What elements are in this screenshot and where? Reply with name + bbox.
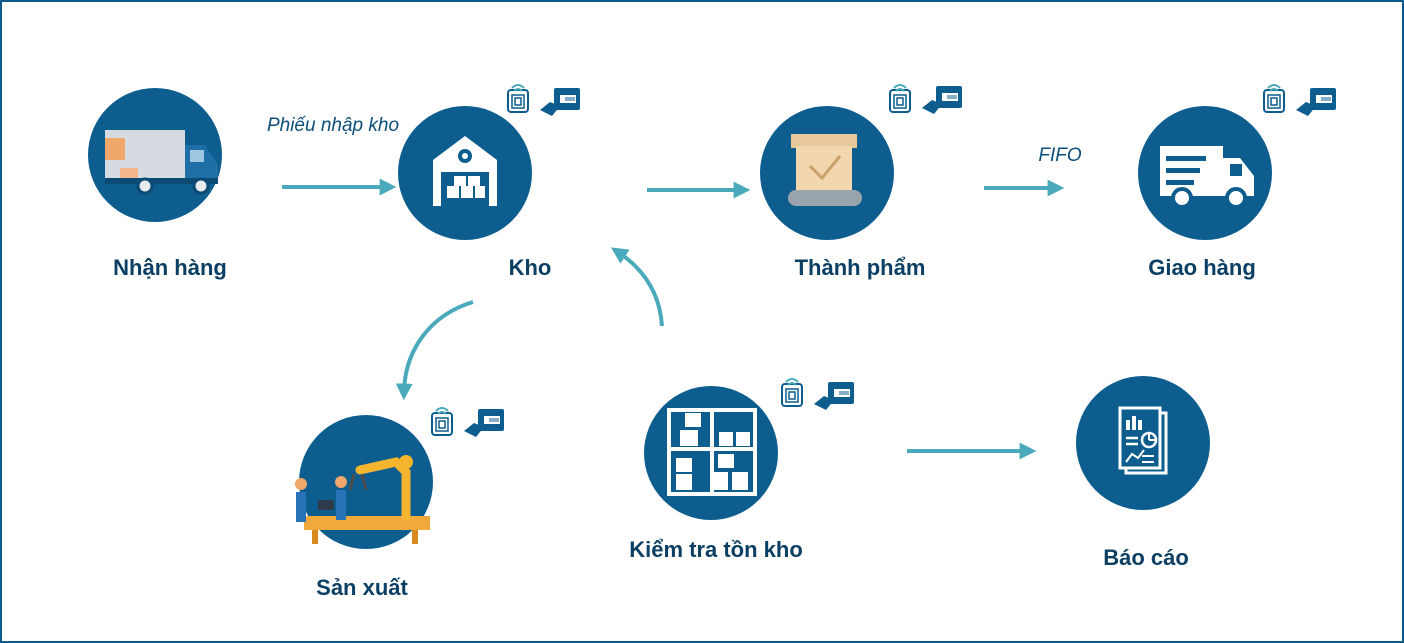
node-label-san-xuat: Sản xuất xyxy=(316,575,408,600)
rfid-scanner-icon xyxy=(1295,87,1337,117)
robot-arm-factory-icon xyxy=(295,415,433,549)
node-label-bao-cao: Báo cáo xyxy=(1103,545,1189,570)
rfid-tag-icon xyxy=(1263,84,1285,113)
report-icon xyxy=(1076,376,1210,510)
node-label-kho: Kho xyxy=(508,255,552,280)
rfid-scanner-icon xyxy=(921,85,963,115)
warehouse-icon xyxy=(398,106,532,240)
badges-thanh xyxy=(889,84,963,115)
node-label-thanh-pham: Thành phẩm xyxy=(794,255,926,280)
node-label-nhan-hang: Nhận hàng xyxy=(113,255,227,280)
badges-kiemtra xyxy=(781,378,855,411)
badges-sanxuat xyxy=(431,407,505,438)
rfid-tag-icon xyxy=(507,84,529,113)
finished-box-icon xyxy=(760,106,894,240)
arrow-kho-to-sanxuat xyxy=(395,300,474,401)
arrow-kiemtra-to-kho xyxy=(611,247,664,327)
rfid-scanner-icon xyxy=(813,381,855,411)
rfid-scanner-icon xyxy=(539,87,581,117)
delivery-truck-icon xyxy=(1138,106,1272,240)
rfid-tag-icon xyxy=(889,84,911,113)
truck-icon xyxy=(88,88,222,222)
edge-label-phieu-nhap-kho: Phiếu nhập kho xyxy=(266,115,400,136)
badges-kho xyxy=(507,84,581,117)
shelf-boxes-icon xyxy=(644,386,778,520)
rfid-tag-icon xyxy=(431,407,453,436)
node-label-kiem-tra-ton-kho: Kiểm tra tồn kho xyxy=(629,537,803,562)
rfid-scanner-icon xyxy=(463,408,505,438)
badges-giao xyxy=(1263,84,1337,117)
node-label-giao-hang: Giao hàng xyxy=(1148,255,1256,280)
edge-label-fifo: FIFO xyxy=(1038,145,1082,166)
rfid-tag-icon xyxy=(781,378,803,407)
